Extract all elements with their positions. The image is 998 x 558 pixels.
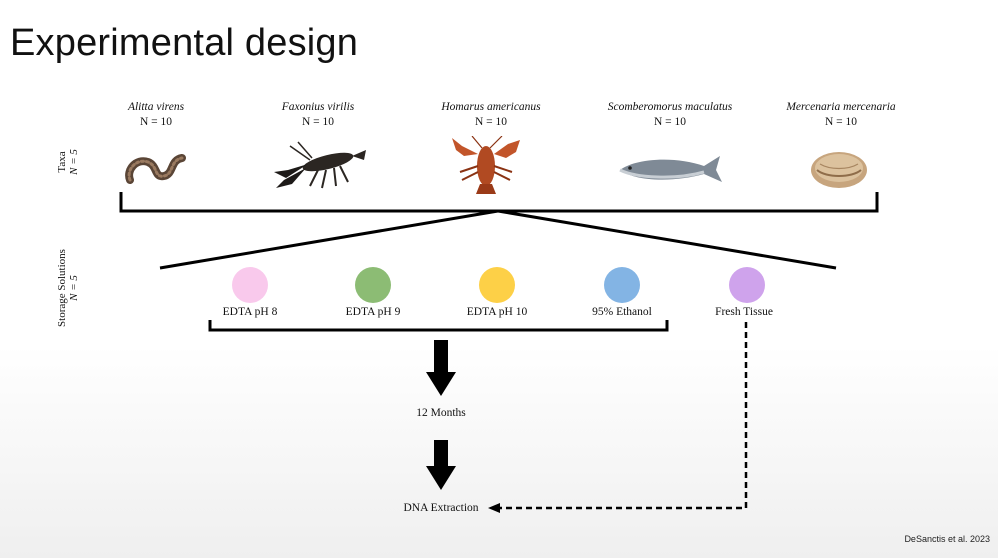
fish-icon — [619, 156, 722, 182]
taxon-species: Mercenaria mercenaria — [786, 101, 896, 113]
solution-label-edta-ph8: EDTA pH 8 — [222, 306, 278, 318]
solution-dot-ethanol — [604, 267, 640, 303]
solution-dot-fresh-tissue — [729, 267, 765, 303]
taxon-label-homarus: Homarus americanus N = 10 — [401, 100, 581, 130]
arrow-head-1 — [426, 372, 456, 396]
citation: DeSanctis et al. 2023 — [904, 534, 990, 544]
solution-dot-edta-ph9 — [355, 267, 391, 303]
taxon-species: Homarus americanus — [441, 101, 541, 113]
worm-icon — [125, 154, 186, 184]
taxon-label-faxonius: Faxonius virilis N = 10 — [228, 100, 408, 130]
taxon-n: N = 10 — [301, 116, 335, 128]
taxon-species: Faxonius virilis — [281, 101, 355, 113]
clam-icon — [811, 152, 867, 188]
page-title: Experimental design — [10, 22, 359, 64]
dashed-arrow-head — [488, 503, 500, 513]
lobster-icon — [452, 136, 520, 194]
fresh-tissue-dashed-line — [500, 322, 748, 510]
taxon-label-mercenaria: Mercenaria mercenaria N = 10 — [751, 100, 931, 130]
arrow-shaft-1 — [434, 340, 448, 372]
arrow-shaft-2 — [434, 440, 448, 466]
arrow-head-2 — [426, 466, 456, 490]
taxon-n: N = 10 — [824, 116, 858, 128]
solution-label-fresh-tissue: Fresh Tissue — [715, 306, 773, 318]
taxon-n: N = 10 — [474, 116, 508, 128]
taxon-species: Scomberomorus maculatus — [607, 101, 733, 113]
taxon-n: N = 10 — [139, 116, 173, 128]
stored-solutions-bracket — [208, 320, 669, 332]
solution-dot-edta-ph8 — [232, 267, 268, 303]
taxa-bracket — [119, 192, 879, 213]
solution-dot-edta-ph10 — [479, 267, 515, 303]
step-storage-duration: 12 Months — [416, 407, 466, 419]
taxon-species: Alitta virens — [127, 101, 185, 113]
taxon-n: N = 10 — [653, 116, 687, 128]
fan-line-right — [497, 209, 837, 270]
taxon-label-alitta: Alitta virens N = 10 — [66, 100, 246, 130]
taxon-label-scomberomorus: Scomberomorus maculatus N = 10 — [580, 100, 760, 130]
solution-label-edta-ph10: EDTA pH 10 — [466, 306, 528, 318]
crayfish-icon — [274, 141, 366, 189]
solution-label-edta-ph9: EDTA pH 9 — [345, 306, 401, 318]
fan-line-left — [159, 209, 499, 270]
step-dna-extraction: DNA Extraction — [403, 502, 479, 514]
solution-label-ethanol: 95% Ethanol — [592, 306, 652, 318]
